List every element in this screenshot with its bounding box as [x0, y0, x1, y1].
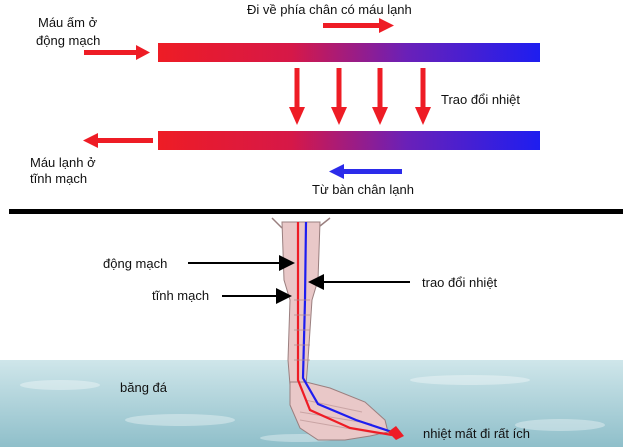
toward-feet-label: Đi về phía chân có máu lạnh: [247, 2, 412, 17]
heat-exchange-label: Trao đổi nhiệt: [441, 92, 520, 107]
from-feet-arrow-icon: [329, 164, 402, 179]
cold-outflow-arrow-icon: [83, 133, 153, 148]
ice-label: băng đá: [120, 380, 168, 395]
heat-transfer-arrows: [289, 68, 431, 125]
warm-artery-label-2: động mạch: [36, 33, 100, 48]
exchange-label: trao đổi nhiệt: [422, 275, 498, 290]
artery-pipe: [158, 43, 540, 62]
heat-arrow-icon: [415, 68, 431, 125]
heat-loss-label: nhiệt mất đi rất ích: [423, 426, 530, 441]
section-divider: [9, 209, 623, 214]
toward-feet-arrow-icon: [323, 18, 394, 33]
artery-label: động mạch: [103, 256, 167, 271]
from-feet-label: Từ bàn chân lạnh: [312, 182, 414, 197]
vein-label: tĩnh mạch: [152, 288, 209, 303]
heat-arrow-icon: [289, 68, 305, 125]
cold-vein-label-1: Máu lạnh ở: [30, 155, 96, 170]
vein-pipe: [158, 131, 540, 150]
heat-arrow-icon: [372, 68, 388, 125]
heat-arrow-icon: [331, 68, 347, 125]
warm-inflow-arrow-icon: [84, 45, 150, 60]
warm-artery-label-1: Máu ấm ở: [38, 15, 98, 30]
cold-vein-label-2: tĩnh mạch: [30, 171, 87, 186]
